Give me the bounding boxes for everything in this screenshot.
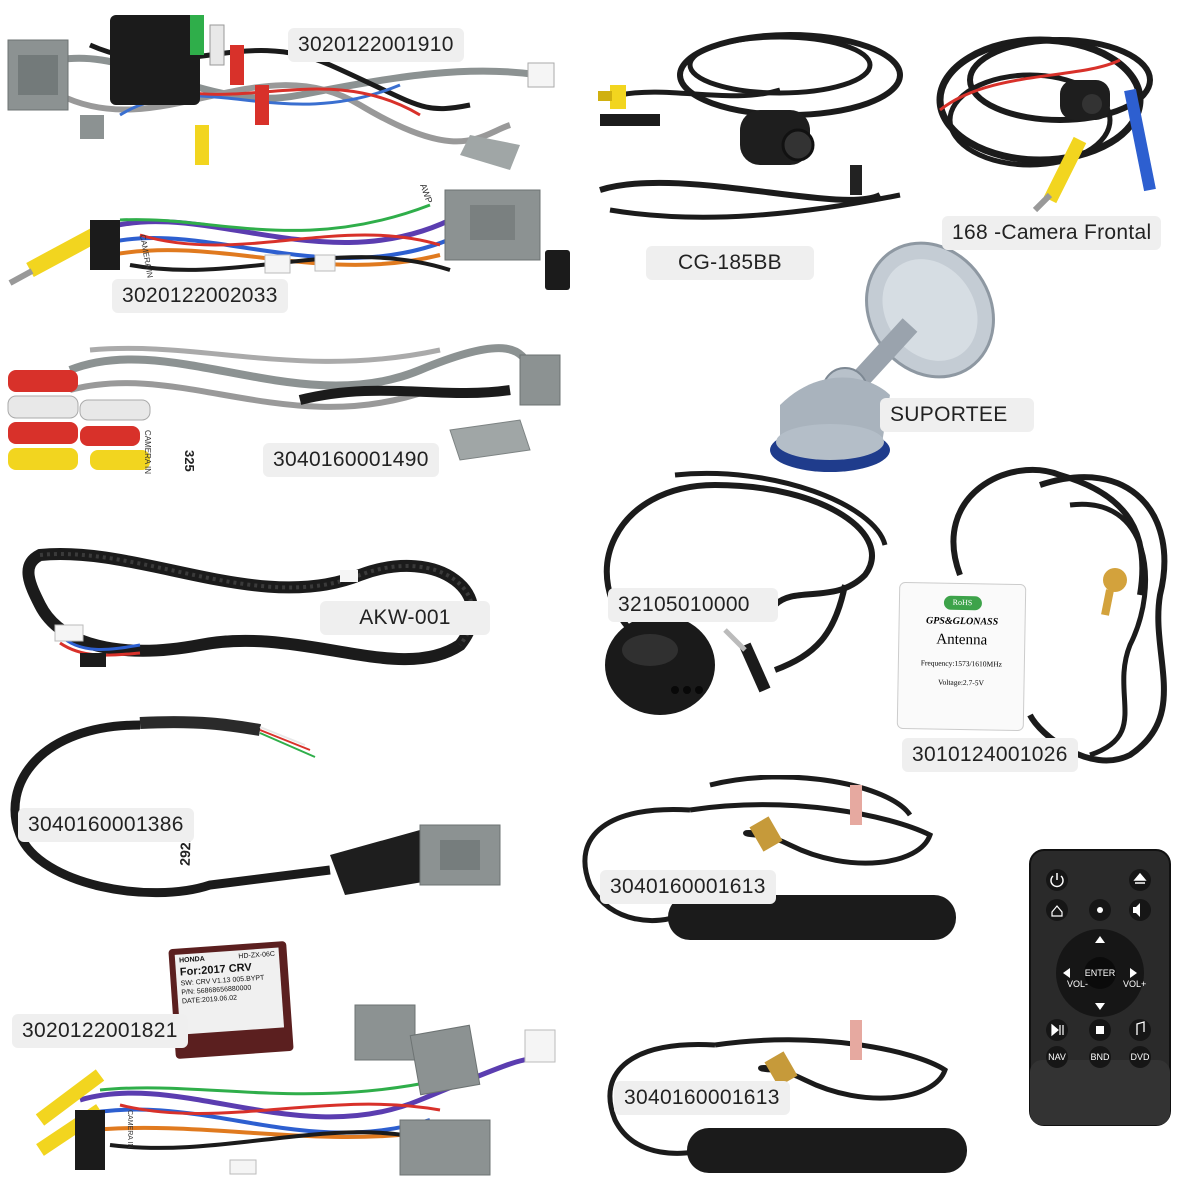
product-label-32105010000: 32105010000 xyxy=(608,588,778,622)
gps-sticker-frequency: Frequency:1573/1610MHz xyxy=(920,658,1003,669)
gps-sticker: RoHS GPS&GLONASS Antenna Frequency:1573/… xyxy=(896,581,1027,732)
gps-sticker-title: GPS&GLONASS xyxy=(925,615,999,628)
product-label-3040160001490: 3040160001490 xyxy=(263,443,439,477)
bnd-key: BND xyxy=(1090,1052,1110,1062)
harness-1821-camera-tag: CAMERA IN xyxy=(126,1110,133,1149)
dab-antenna-lower-image xyxy=(607,1020,967,1173)
gps-antenna-image: RoHS GPS&GLONASS Antenna Frequency:1573/… xyxy=(890,455,1190,775)
product-label-3020122002033: 3020122002033 xyxy=(112,279,288,313)
product-label-3020122001910: 3020122001910 xyxy=(288,28,464,62)
enter-key: ENTER xyxy=(1085,968,1116,978)
product-label-3040160001613-upper: 3040160001613 xyxy=(600,870,776,904)
harness-1490-camera-tag: CAMERA IN xyxy=(143,430,152,474)
akw001-cable-image xyxy=(22,548,479,667)
harness-1821-image: CAMERA IN xyxy=(35,1004,556,1176)
harness-2033-camera-tag: CAMERA IN xyxy=(138,234,155,279)
dvd-key: DVD xyxy=(1130,1052,1150,1062)
cable-1386-image: 2921 xyxy=(10,716,501,898)
microphone-image xyxy=(603,470,888,715)
harness-1490-tag: 325 xyxy=(182,450,197,472)
cable-1386-tag: 2921 xyxy=(177,834,194,866)
product-label-suportee: SUPORTEE xyxy=(880,398,1034,432)
dab-antenna-upper-image xyxy=(582,775,956,940)
product-label-3020122001821: 3020122001821 xyxy=(12,1014,188,1048)
gps-sticker-subtitle: Antenna xyxy=(936,631,988,649)
nav-key: NAV xyxy=(1048,1052,1066,1062)
front-camera-image xyxy=(936,36,1156,213)
cg185bb-camera-image xyxy=(598,32,903,220)
harness-2033-tag: AWP xyxy=(418,182,434,204)
vol-minus-key: VOL- xyxy=(1067,979,1088,989)
left-arrow-icon xyxy=(1063,968,1070,978)
product-label-3040160001386: 3040160001386 xyxy=(18,808,194,842)
rca-plug-group xyxy=(7,370,151,470)
gps-sticker-voltage: Voltage:2.7-5V xyxy=(938,677,985,688)
suportee-mount-image xyxy=(770,241,995,472)
harness-2033-image: CAMERA IN AWP xyxy=(8,182,570,290)
vol-plus-key: VOL+ xyxy=(1123,979,1146,989)
product-label-cg-185bb: CG-185BB xyxy=(646,246,814,280)
product-label-akw-001: AKW-001 xyxy=(320,601,490,635)
harness-1490-image: 325 CAMERA IN xyxy=(7,344,561,474)
up-arrow-icon xyxy=(1095,936,1105,943)
right-arrow-icon xyxy=(1130,968,1137,978)
remote-control-image: ENTER VOL- VOL+ NAV BND DVD xyxy=(1029,849,1171,1126)
down-arrow-icon xyxy=(1095,1003,1105,1010)
rohs-badge: RoHS xyxy=(943,595,982,611)
music-icon xyxy=(1129,1019,1151,1041)
harness-1910-image xyxy=(7,15,555,170)
product-label-front-camera: 168 -Camera Frontal xyxy=(942,216,1162,250)
product-label-3010124001026: 3010124001026 xyxy=(902,738,1078,772)
home-icon xyxy=(1046,899,1068,921)
product-label-3040160001613-lower: 3040160001613 xyxy=(614,1081,790,1115)
